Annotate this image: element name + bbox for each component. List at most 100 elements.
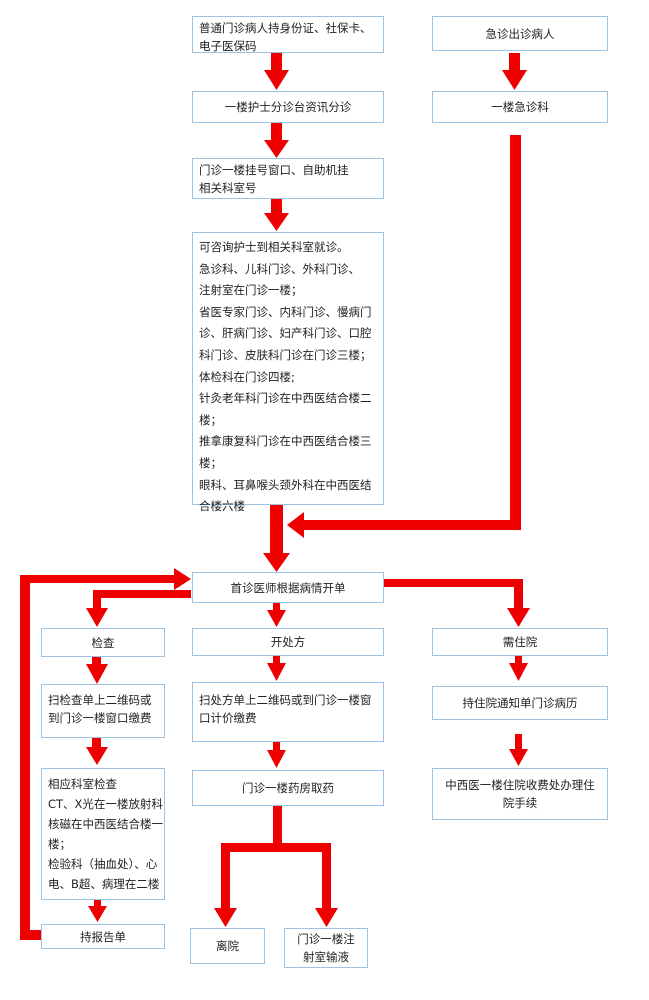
arrow-shaft	[515, 734, 522, 750]
hospitalization-box: 需住院	[432, 628, 608, 656]
dept-info-box: 可咨询护士到相关科室就诊。 急诊科、儿科门诊、外科门诊、 注射室在门诊一楼； 省…	[192, 232, 384, 513]
box-text-line: 检验科（抽血处）、心	[48, 857, 158, 871]
admission-notice-box: 持住院通知单门诊病历	[432, 686, 608, 720]
arrow-shaft	[221, 843, 230, 910]
box-text-line: 针灸老年科门诊在中西医结合楼二	[199, 391, 372, 406]
arrow-head	[267, 610, 286, 627]
prescription-box: 开处方	[192, 628, 384, 656]
arrow-head	[263, 553, 290, 572]
arrow-head	[502, 70, 527, 90]
pharmacy-box: 门诊一楼药房取药	[192, 770, 384, 806]
arrow-shaft	[273, 806, 282, 850]
box-label: 一楼护士分诊台资讯分诊	[224, 100, 352, 114]
box-text-line: 眼科、耳鼻喉头颈外科在中西医结	[199, 477, 372, 492]
box-label: 持住院通知单门诊病历	[462, 696, 578, 710]
box-label: 需住院	[502, 635, 538, 649]
arrow-head	[509, 663, 528, 681]
arrow-shaft	[271, 199, 282, 213]
first-doctor-box: 首诊医师根据病情开单	[192, 572, 384, 603]
infusion-box: 门诊一楼注 射室输液	[284, 928, 368, 968]
box-label: 一楼急诊科	[491, 100, 549, 114]
box-text-line: 扫处方单上二维码或到门诊一楼窗	[199, 693, 372, 707]
triage-box: 一楼护士分诊台资讯分诊	[192, 91, 384, 123]
arrow-head	[214, 908, 237, 927]
arrow-shaft	[273, 603, 280, 611]
arrow-head	[86, 664, 108, 684]
arrow-head	[264, 140, 289, 158]
arrow-head	[174, 568, 191, 590]
arrow-shaft	[510, 135, 521, 530]
arrow-shaft	[92, 738, 101, 747]
arrow-shaft	[20, 930, 42, 940]
register-window-box: 门诊一楼挂号窗口、自助机挂 相关科室号	[192, 158, 384, 199]
box-text-line: 注射室在门诊一楼；	[199, 283, 303, 298]
box-text-line: 到门诊一楼窗口缴费	[48, 711, 152, 725]
arrow-shaft	[271, 53, 282, 70]
emergency-patient-box: 急诊出诊病人	[432, 16, 608, 51]
arrow-shaft	[221, 843, 331, 852]
arrow-shaft	[92, 657, 101, 665]
box-label: 持报告单	[80, 929, 126, 944]
box-text-line: 省医专家门诊、内科门诊、慢病门	[199, 304, 372, 319]
box-text-line: 电子医保码	[199, 39, 257, 53]
box-text-line: 推拿康复科门诊在中西医结合楼三	[199, 434, 372, 449]
box-label: 门诊一楼药房取药	[242, 781, 334, 795]
emergency-dept-box: 一楼急诊科	[432, 91, 608, 123]
arrow-shaft	[383, 579, 523, 587]
arrow-head	[507, 608, 530, 627]
arrow-shaft	[20, 575, 176, 583]
arrow-head	[267, 663, 286, 681]
box-label: 首诊医师根据病情开单	[230, 580, 346, 595]
box-text-line: 诊、肝病门诊、妇产科门诊、口腔	[199, 326, 372, 341]
box-text-line: 楼；	[199, 455, 222, 470]
arrow-head	[287, 512, 304, 538]
box-text-line: 口计价缴费	[199, 711, 257, 725]
report-box: 持报告单	[41, 924, 165, 949]
arrow-shaft	[93, 590, 191, 598]
arrow-head	[264, 70, 289, 90]
registration-box: 普通门诊病人持身份证、社保卡、 电子医保码	[192, 16, 384, 53]
box-text-line: 急诊科、儿科门诊、外科门诊、	[199, 261, 360, 276]
box-label: 检查	[91, 635, 115, 650]
arrow-shaft	[270, 505, 283, 553]
admission-office-box: 中西医一楼住院收费处办理住 院手续	[432, 768, 608, 820]
arrow-head	[509, 749, 528, 766]
exam-pay-box: 扫检查单上二维码或 到门诊一楼窗口缴费	[41, 684, 165, 738]
box-text-line: 电、B超、病理在二楼	[48, 877, 160, 891]
arrow-shaft	[322, 843, 331, 910]
arrow-head	[264, 213, 289, 231]
box-text-line: 科门诊、皮肤科门诊在门诊三楼；	[199, 347, 372, 362]
exam-box: 检查	[41, 628, 165, 657]
box-text-line: 普通门诊病人持身份证、社保卡、	[199, 21, 372, 35]
arrow-shaft	[271, 123, 282, 140]
box-text-line: 相应科室检查	[48, 777, 117, 791]
box-text-line: 核磁在中西医结合楼一	[48, 817, 163, 831]
exam-locations-box: 相应科室检查 CT、X光在一楼放射科 核磁在中西医结合楼一 楼； 检验科（抽血处…	[41, 768, 165, 900]
box-label: 急诊出诊病人	[485, 26, 555, 41]
box-text-line: 合楼六楼	[199, 499, 245, 514]
box-label: 开处方	[270, 635, 306, 649]
box-text-line: CT、X光在一楼放射科	[48, 797, 163, 811]
arrow-head	[88, 906, 107, 922]
box-text-line: 楼；	[199, 412, 222, 427]
arrow-shaft	[94, 900, 101, 907]
box-text-line: 门诊一楼挂号窗口、自助机挂	[199, 163, 349, 177]
arrow-shaft	[509, 53, 520, 70]
box-text-line: 扫检查单上二维码或	[48, 693, 152, 707]
discharge-box: 离院	[190, 928, 265, 964]
box-text-line: 相关科室号	[199, 181, 257, 195]
box-text-line: 体检科在门诊四楼;	[199, 369, 295, 384]
box-text-line: 射室输液	[303, 950, 349, 964]
arrow-head	[86, 608, 108, 627]
arrow-head	[315, 908, 338, 927]
box-text-line: 中西医一楼住院收费处办理住	[445, 778, 595, 792]
arrow-shaft	[514, 579, 523, 610]
box-label: 离院	[216, 939, 239, 953]
box-text-line: 院手续	[502, 796, 538, 810]
rx-pay-box: 扫处方单上二维码或到门诊一楼窗 口计价缴费	[192, 682, 384, 742]
arrow-shaft	[304, 520, 521, 530]
arrow-head	[86, 747, 108, 765]
arrow-shaft	[20, 575, 30, 940]
box-text-line: 可咨询护士到相关科室就诊。	[199, 240, 349, 254]
